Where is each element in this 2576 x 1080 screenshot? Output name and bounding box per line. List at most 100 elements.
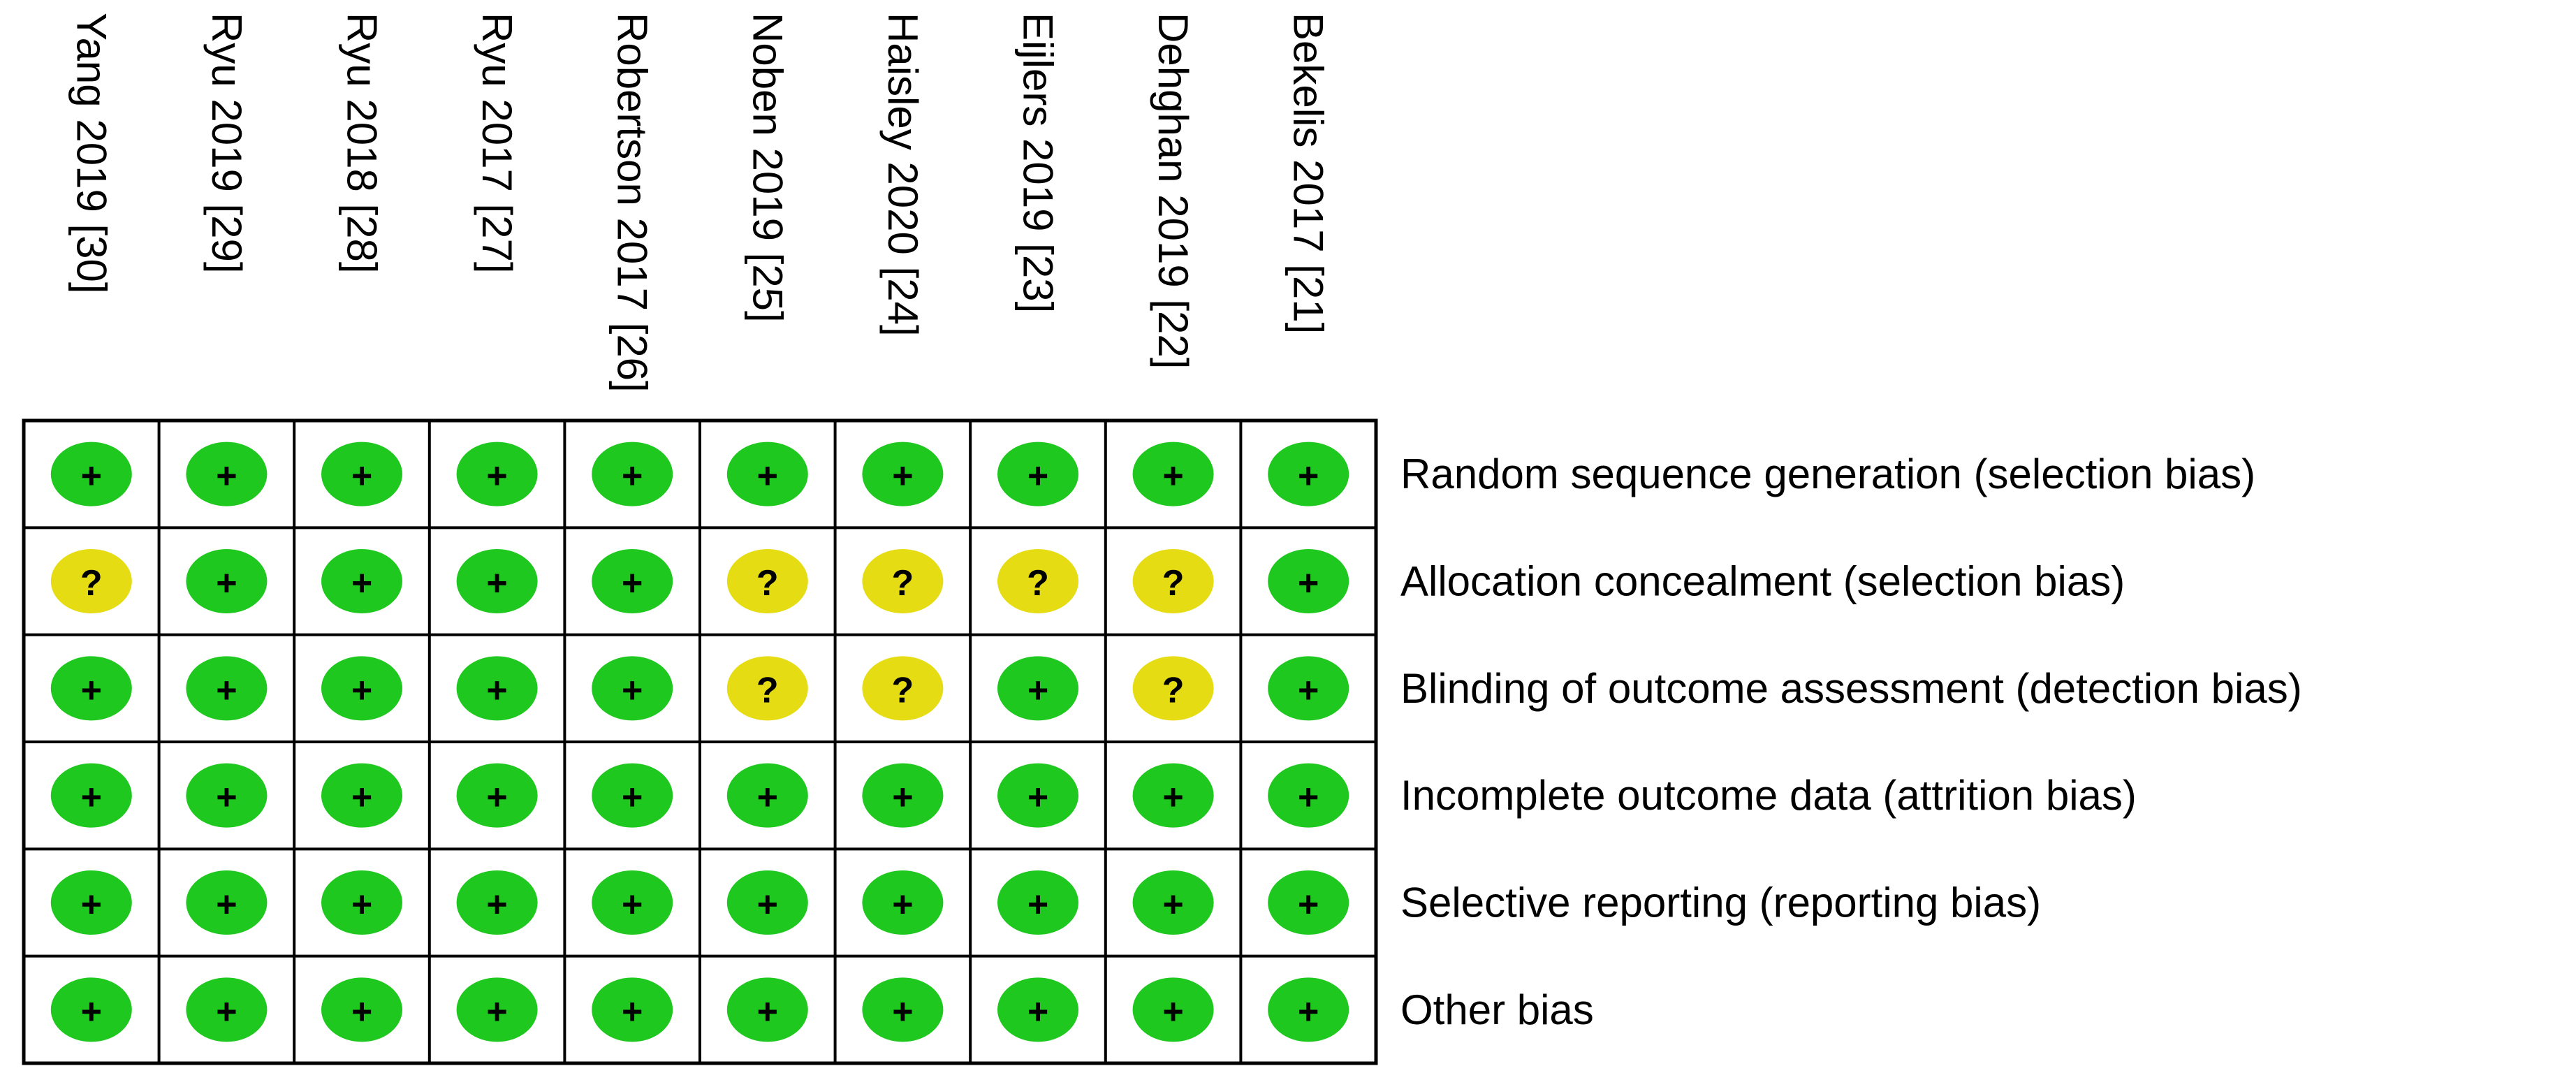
low-risk-mark: + [1268, 870, 1349, 935]
judgement-marks: ++++++++++?++++????++++++??+?+++++++++++… [50, 442, 1349, 1042]
low-risk-mark: + [1132, 870, 1214, 935]
low-risk-circle [50, 977, 132, 1042]
study-labels: Yang 2019 [30]Ryu 2019 [29]Ryu 2018 [28]… [68, 13, 1331, 393]
plus-icon: + [1162, 456, 1183, 497]
domain-labels: Random sequence generation (selection bi… [1400, 451, 2302, 1033]
low-risk-circle [186, 870, 268, 935]
low-risk-circle [1268, 870, 1349, 935]
low-risk-circle [321, 977, 402, 1042]
low-risk-circle [456, 549, 538, 613]
study-label: Robertson 2017 [26] [609, 13, 656, 393]
low-risk-mark: + [862, 763, 944, 828]
low-risk-circle [592, 442, 673, 506]
plus-icon: + [622, 563, 643, 604]
domain-label: Allocation concealment (selection bias) [1400, 558, 2125, 605]
low-risk-circle [726, 977, 808, 1042]
low-risk-mark: + [321, 763, 402, 828]
low-risk-circle [456, 442, 538, 506]
low-risk-mark: + [726, 870, 808, 935]
plus-icon: + [622, 670, 643, 710]
low-risk-circle [186, 549, 268, 613]
unclear-risk-circle [726, 549, 808, 613]
low-risk-circle [726, 442, 808, 506]
low-risk-circle [592, 977, 673, 1042]
low-risk-circle [1132, 442, 1214, 506]
low-risk-mark: + [456, 977, 538, 1042]
low-risk-circle [1268, 549, 1349, 613]
low-risk-circle [50, 442, 132, 506]
low-risk-circle [726, 763, 808, 828]
plus-icon: + [1298, 884, 1319, 925]
plus-icon: + [216, 456, 237, 497]
low-risk-circle [1268, 763, 1349, 828]
low-risk-circle [1132, 763, 1214, 828]
question-icon: ? [1162, 563, 1185, 604]
plus-icon: + [216, 991, 237, 1032]
domain-label: Selective reporting (reporting bias) [1400, 880, 2041, 926]
low-risk-mark: + [456, 656, 538, 721]
judgement-grid [22, 418, 1378, 1065]
plus-icon: + [757, 991, 778, 1032]
low-risk-mark: + [862, 442, 944, 506]
low-risk-mark: + [1268, 977, 1349, 1042]
low-risk-mark: + [592, 656, 673, 721]
plus-icon: + [486, 456, 507, 497]
unclear-risk-mark: ? [1132, 549, 1214, 613]
low-risk-mark: + [321, 442, 402, 506]
low-risk-mark: + [592, 549, 673, 613]
low-risk-mark: + [862, 870, 944, 935]
plus-icon: + [81, 456, 102, 497]
unclear-risk-mark: ? [1132, 656, 1214, 721]
plus-icon: + [486, 563, 507, 604]
low-risk-circle [186, 656, 268, 721]
domain-label: Blinding of outcome assessment (detectio… [1400, 665, 2302, 712]
low-risk-mark: + [321, 870, 402, 935]
low-risk-circle [456, 656, 538, 721]
plus-icon: + [216, 563, 237, 604]
low-risk-circle [321, 442, 402, 506]
low-risk-circle [186, 442, 268, 506]
plus-icon: + [81, 670, 102, 710]
low-risk-mark: + [186, 977, 268, 1042]
plus-icon: + [1298, 670, 1319, 710]
low-risk-circle [321, 549, 402, 613]
question-icon: ? [80, 563, 103, 604]
low-risk-circle [592, 870, 673, 935]
low-risk-mark: + [997, 442, 1078, 506]
unclear-risk-mark: ? [862, 656, 944, 721]
low-risk-mark: + [186, 549, 268, 613]
plus-icon: + [1162, 884, 1183, 925]
plus-icon: + [486, 670, 507, 710]
low-risk-mark: + [321, 977, 402, 1042]
question-icon: ? [1027, 563, 1049, 604]
low-risk-mark: + [50, 870, 132, 935]
low-risk-mark: + [321, 549, 402, 613]
low-risk-mark: + [456, 549, 538, 613]
plus-icon: + [892, 778, 913, 818]
plus-icon: + [892, 884, 913, 925]
low-risk-mark: + [50, 442, 132, 506]
plus-icon: + [622, 778, 643, 818]
low-risk-mark: + [1268, 763, 1349, 828]
plus-icon: + [486, 778, 507, 818]
low-risk-circle [862, 977, 944, 1042]
study-label: Haisley 2020 [24] [879, 13, 926, 337]
plus-icon: + [351, 991, 372, 1032]
unclear-risk-mark: ? [726, 549, 808, 613]
low-risk-mark: + [186, 656, 268, 721]
plus-icon: + [81, 884, 102, 925]
low-risk-mark: + [50, 656, 132, 721]
plus-icon: + [1298, 563, 1319, 604]
low-risk-circle [1268, 442, 1349, 506]
unclear-risk-circle [50, 549, 132, 613]
unclear-risk-mark: ? [726, 656, 808, 721]
low-risk-mark: + [726, 442, 808, 506]
plus-icon: + [622, 991, 643, 1032]
low-risk-circle [1268, 656, 1349, 721]
low-risk-circle [1132, 977, 1214, 1042]
low-risk-circle [456, 977, 538, 1042]
low-risk-mark: + [50, 763, 132, 828]
domain-label: Incomplete outcome data (attrition bias) [1400, 772, 2137, 819]
low-risk-mark: + [997, 870, 1078, 935]
low-risk-circle [321, 763, 402, 828]
